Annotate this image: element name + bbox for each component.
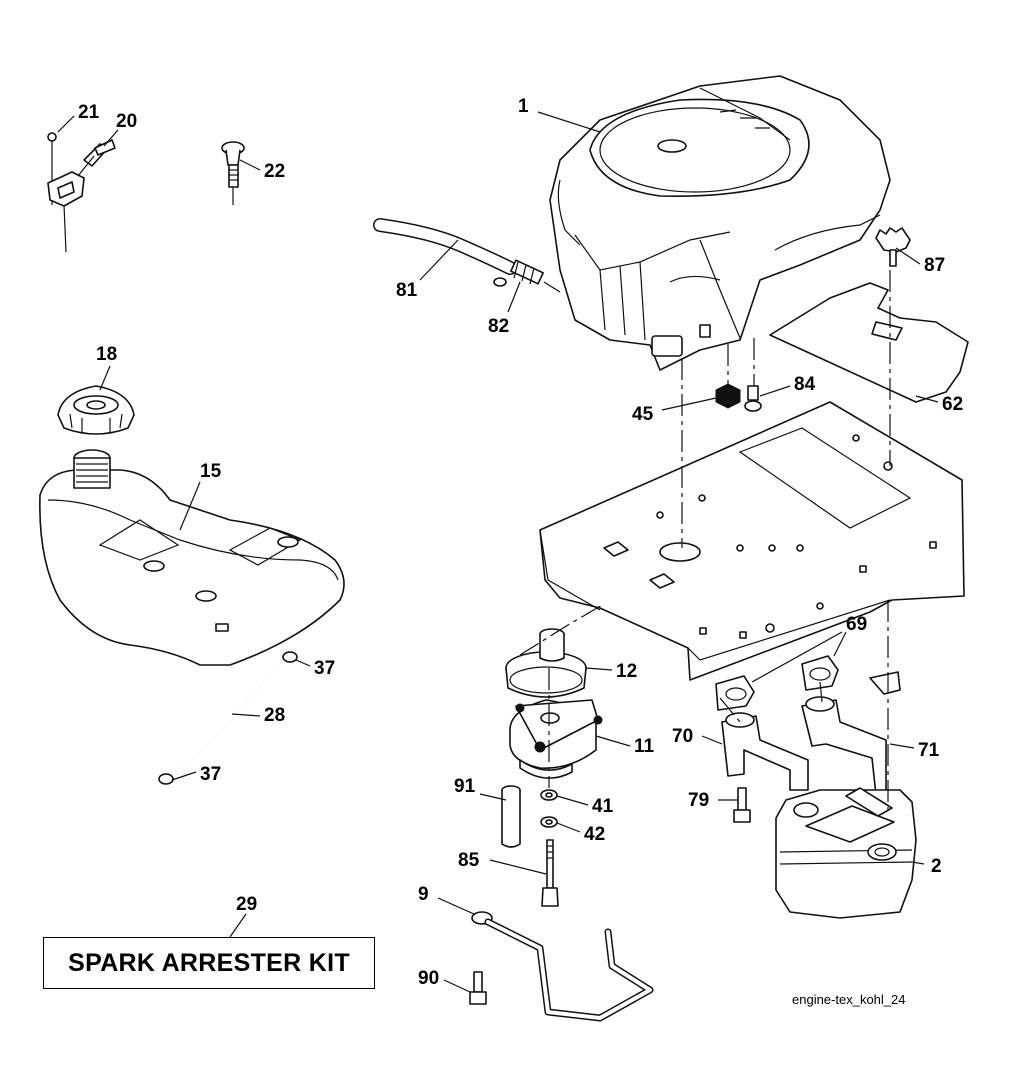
fuel-tank-part	[39, 449, 345, 666]
callout-rod-bolt: 90	[418, 968, 439, 989]
gasket-part	[715, 655, 839, 711]
callout-gasket: 69	[846, 614, 867, 635]
spacer-part	[501, 785, 521, 848]
callout-engine-bolt: 84	[794, 374, 816, 395]
oil-fill-cap-part	[875, 227, 911, 267]
washer-part	[540, 789, 558, 828]
callout-support-rod: 9	[418, 884, 429, 905]
fuel-line-part	[373, 218, 517, 275]
callout-spacer: 91	[454, 776, 476, 797]
support-rod-part	[471, 911, 654, 1022]
callout-heat-shield: 62	[942, 394, 963, 415]
exhaust-pipe-part	[721, 671, 901, 796]
heat-shield-part	[769, 282, 969, 403]
callout-labels: 1 2 9 11 12 15 18 20 21 22 28 37 37 41 4…	[78, 96, 963, 989]
leader-lines	[57, 111, 939, 993]
clutch-part	[509, 699, 603, 779]
hose-clamp-part	[158, 651, 298, 785]
callout-exhaust-pipe-left: 70	[672, 726, 693, 747]
alignment-lines	[519, 270, 891, 812]
callout-engine: 1	[518, 96, 529, 117]
callout-throttle-screw: 21	[78, 102, 100, 123]
engine-part	[549, 75, 891, 371]
callout-oil-fill-cap: 87	[924, 255, 945, 276]
throttle-control-part	[47, 132, 116, 253]
callout-washer-upper: 41	[592, 796, 614, 817]
spark-arrester-kit-label: SPARK ARRESTER KIT	[68, 948, 350, 977]
figure-id-caption: engine-tex_kohl_24	[792, 992, 905, 1007]
callout-clamp-left: 37	[200, 764, 221, 785]
callout-throttle-cable: 20	[116, 111, 137, 132]
fuel-hose-part	[169, 659, 283, 776]
callout-washer-lower: 42	[584, 824, 605, 845]
callout-clamp-right: 37	[314, 658, 335, 679]
callout-fuel-tank: 15	[200, 461, 222, 482]
callout-spark-arrester-kit: 29	[236, 894, 257, 915]
muffler-part	[775, 787, 917, 919]
callout-pulley: 12	[616, 661, 637, 682]
spark-arrester-kit-box: SPARK ARRESTER KIT	[43, 937, 375, 989]
callout-pipe-bolt: 79	[688, 790, 709, 811]
callout-clutch: 11	[634, 736, 655, 757]
choke-knob-part	[221, 141, 245, 205]
fuel-cap-part	[57, 385, 135, 435]
callout-clutch-bolt: 85	[458, 850, 480, 871]
callout-exhaust-pipe-right: 71	[918, 740, 940, 761]
callout-fuel-line: 81	[396, 280, 418, 301]
pulley-part	[505, 628, 587, 698]
callout-choke-knob: 22	[264, 161, 285, 182]
rod-bolt-part	[469, 971, 487, 1005]
callout-nut: 45	[632, 404, 654, 425]
callout-muffler: 2	[931, 856, 942, 877]
fuel-filter-part	[493, 259, 561, 293]
pipe-bolt-part	[733, 787, 751, 823]
callout-fuel-hose: 28	[264, 705, 285, 726]
mounting-frame-part	[539, 401, 965, 681]
callout-fuel-filter: 82	[488, 316, 509, 337]
engine-bolt-part	[744, 385, 762, 412]
clutch-bolt-part	[541, 839, 559, 907]
callout-fuel-cap: 18	[96, 344, 117, 365]
